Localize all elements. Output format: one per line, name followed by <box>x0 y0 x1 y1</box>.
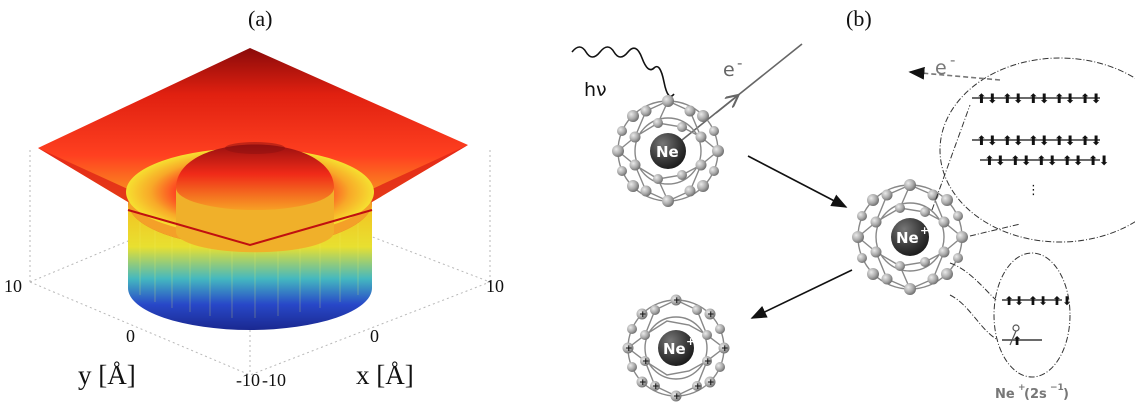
dome-cap <box>176 144 334 210</box>
fullerene-cage-2: Ne + <box>852 179 968 295</box>
svg-text:⬆⬇ ⬆⬇ ⬆⬇ ⬆⬇ ⬆⬇: ⬆⬇ ⬆⬇ ⬆⬇ ⬆⬇ ⬆⬇ <box>976 134 1101 149</box>
svg-text:+: + <box>639 378 647 388</box>
svg-text:⬆: ⬆ <box>1012 334 1022 348</box>
arrow-to-final <box>750 269 853 319</box>
y-axis-label: y [Å] <box>78 360 136 390</box>
svg-text:+: + <box>686 335 695 348</box>
svg-text:⋮: ⋮ <box>1027 183 1040 198</box>
svg-text:+: + <box>721 344 729 354</box>
orbital-levels <box>972 97 1100 161</box>
svg-text:Ne: Ne <box>896 229 919 247</box>
electron-label-2: e <box>935 57 947 79</box>
electron-track-2 <box>908 66 1001 81</box>
neon-ion-final <box>658 330 694 366</box>
svg-text:): ) <box>1063 387 1069 402</box>
svg-text:+: + <box>1018 383 1026 393</box>
svg-text:+: + <box>673 392 681 402</box>
x-tick-low: -10 <box>262 370 286 390</box>
neon-ion <box>891 218 929 256</box>
svg-text:⬆⬇ ⬆⬇ ⬆⬇ ⬆⬇ ⬆⬇: ⬆⬇ ⬆⬇ ⬆⬇ ⬆⬇ ⬆⬇ <box>976 92 1101 107</box>
svg-text:(2s: (2s <box>1024 387 1047 402</box>
x-tick-top: 10 <box>486 276 504 296</box>
svg-text:+: + <box>642 357 650 367</box>
svg-text:+: + <box>707 378 715 388</box>
svg-text:+: + <box>652 382 660 392</box>
svg-text:+: + <box>707 310 715 320</box>
fullerene-cage-1: Ne <box>612 95 724 207</box>
fullerene-cage-3: + + + + + + + + + + + + Ne + <box>622 294 730 402</box>
svg-text:⬆⬇ ⬆⬇ ⬆⬇: ⬆⬇ ⬆⬇ ⬆⬇ <box>1004 294 1072 308</box>
photoionization-diagram: hν e - <box>571 43 1135 402</box>
photon-wave <box>571 46 675 98</box>
svg-text:Ne: Ne <box>656 143 679 161</box>
y-tick-mid: 0 <box>126 326 135 346</box>
arrow-to-ion <box>747 155 848 208</box>
svg-text:Ne: Ne <box>995 387 1015 402</box>
svg-text:+: + <box>694 382 702 392</box>
surface-plot <box>29 48 491 376</box>
x-tick-mid: 0 <box>370 326 379 346</box>
svg-text:-: - <box>737 54 742 72</box>
x-axis-label: x [Å] <box>356 360 414 390</box>
neon-atom-1 <box>650 133 686 169</box>
y-tick-low: -10 <box>236 370 260 390</box>
electron-label-1: e <box>723 59 735 81</box>
state-label: Ne + (2s −1 ) <box>995 383 1069 402</box>
outer-sheet <box>38 48 468 202</box>
svg-text:-: - <box>950 51 955 69</box>
orbital-zoom-upper <box>931 57 1135 243</box>
svg-text:+: + <box>673 296 681 306</box>
photon-label: hν <box>584 79 607 101</box>
spin-arrows: ⬆⬇ ⬆⬇ ⬆⬇ ⬆⬇ ⬆⬇ ⬆⬇ ⬆⬇ ⬆⬇ ⬆⬇ ⬆⬇ ⬆⬇ ⬆⬇ ⬆⬇ ⬆… <box>976 92 1109 198</box>
svg-text:+: + <box>625 344 633 354</box>
svg-text:Ne: Ne <box>663 340 686 358</box>
svg-text:+: + <box>639 310 647 320</box>
svg-text:+: + <box>920 224 929 237</box>
panel-b-label: (b) <box>846 6 872 31</box>
svg-text:−1: −1 <box>1050 383 1064 393</box>
orbital-zoom-lower <box>949 252 1071 378</box>
y-tick-top: 10 <box>4 276 22 296</box>
panel-b: (b) hν e - <box>540 0 1135 408</box>
panel-a-label: (a) <box>248 6 273 31</box>
svg-text:⬆⬇ ⬆⬇ ⬆⬇ ⬆⬇ ⬆⬇: ⬆⬇ ⬆⬇ ⬆⬇ ⬆⬇ ⬆⬇ <box>984 154 1109 169</box>
panel-a: (a) <box>0 0 540 408</box>
svg-text:+: + <box>704 357 712 367</box>
